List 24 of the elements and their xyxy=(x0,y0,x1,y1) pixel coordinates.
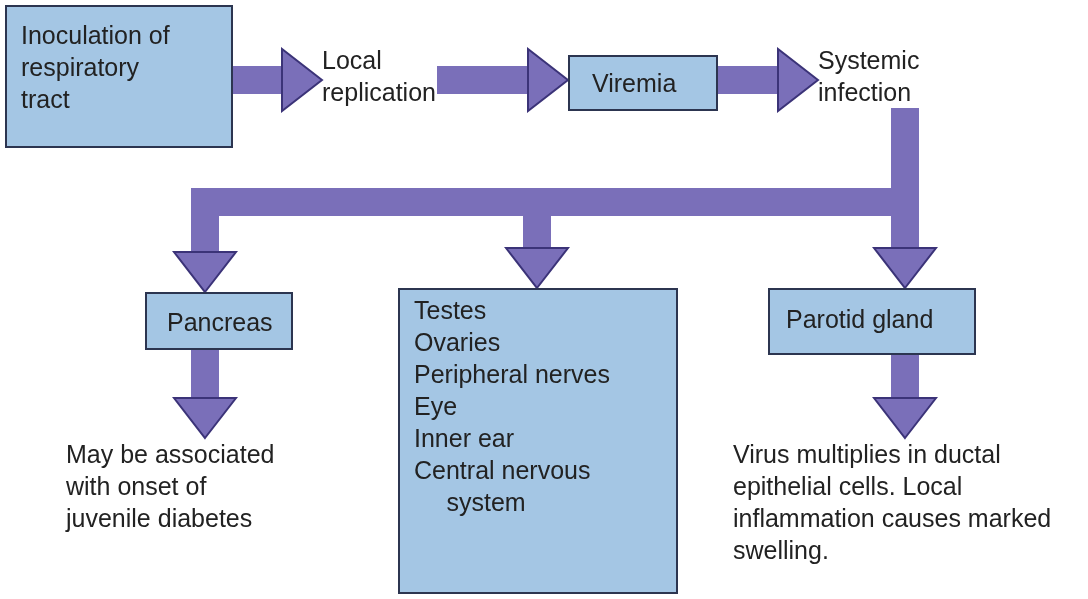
process-box xyxy=(768,288,976,355)
node-label: Viremia xyxy=(592,68,678,99)
node-label: Inoculation of respiratory tract xyxy=(21,20,171,115)
organ-item: Peripheral nerves xyxy=(414,359,611,390)
node-label: May be associated with onset of juvenile diabetes xyxy=(66,439,276,534)
process-box xyxy=(145,292,293,350)
organ-item: Inner ear xyxy=(414,423,516,454)
block-arrow xyxy=(718,48,819,112)
block-arrow xyxy=(173,350,237,439)
organ-item: Ovaries xyxy=(414,327,502,358)
node-label: Parotid gland xyxy=(786,304,935,335)
organ-item: Testes xyxy=(414,295,488,326)
organ-item: Eye xyxy=(414,391,459,422)
organ-item: Central nervous system xyxy=(414,455,592,518)
node-label: Virus multiplies in ductal epithelial cells. Local inflammation causes marked swelling. xyxy=(733,439,1053,566)
node-label: Pancreas xyxy=(167,307,274,338)
node-label: Systemic infection xyxy=(818,45,921,108)
node-label: Local replication xyxy=(322,45,437,108)
block-arrow xyxy=(873,355,937,439)
organ-list-box xyxy=(398,288,678,594)
process-box xyxy=(5,5,233,148)
block-arrow xyxy=(233,48,323,112)
block-arrow xyxy=(437,48,569,112)
process-box xyxy=(568,55,718,111)
